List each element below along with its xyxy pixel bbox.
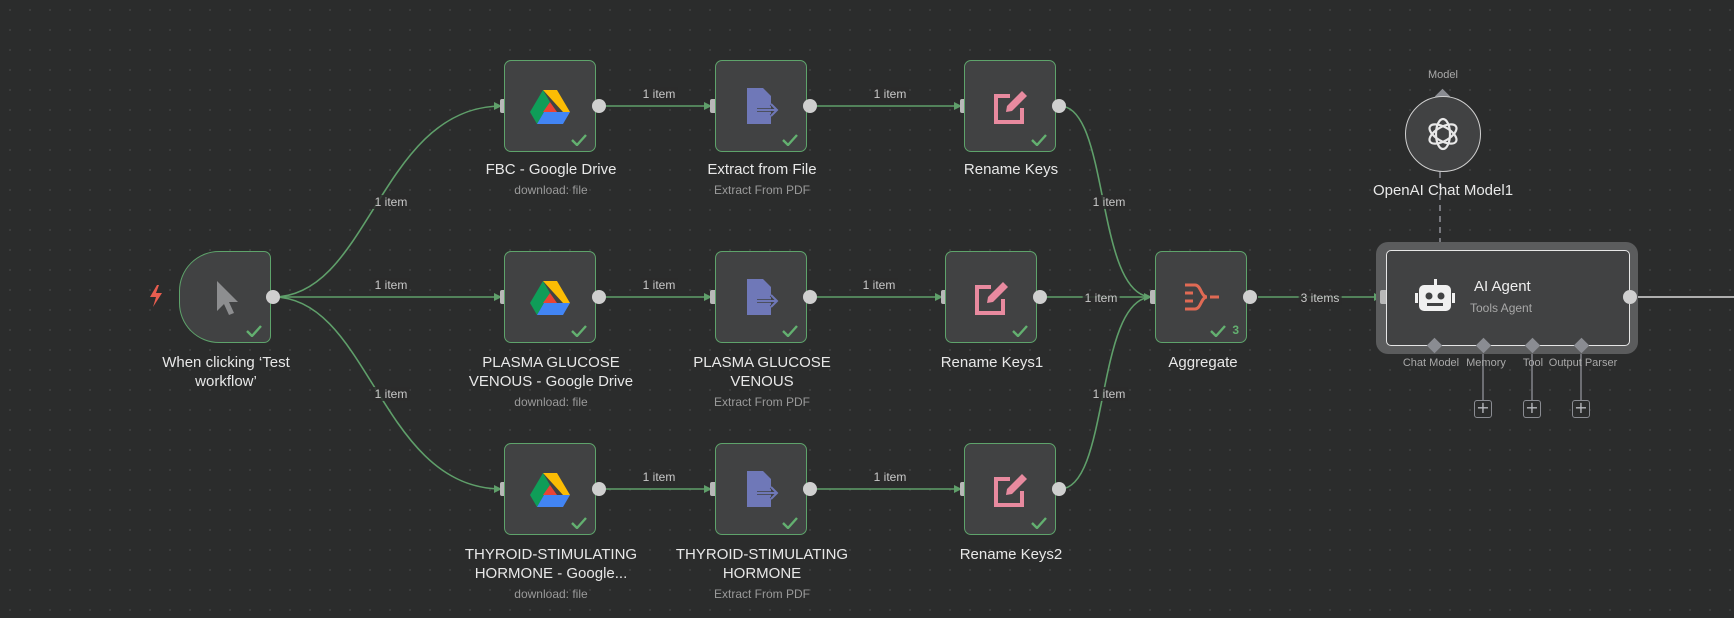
google-drive-node-glucose[interactable] (504, 251, 596, 343)
file-extract-icon (747, 88, 780, 124)
output-handle[interactable] (592, 482, 606, 496)
node-title: AI Agent (1474, 278, 1531, 295)
extract-from-file-node[interactable] (715, 443, 807, 535)
extract-from-file-node[interactable] (715, 251, 807, 343)
run-count-badge: 3 (1232, 323, 1239, 337)
google-drive-icon (530, 90, 570, 124)
success-check-icon (1012, 325, 1028, 337)
cursor-pointer-icon (217, 281, 238, 315)
node-title: OpenAI Chat Model1 (1372, 182, 1514, 199)
edge-label: 1 item (372, 195, 410, 209)
port-label: Memory (1466, 357, 1506, 369)
edge-label: 1 item (860, 278, 898, 292)
output-handle[interactable] (803, 290, 817, 304)
output-handle[interactable] (1052, 482, 1066, 496)
node-subtitle: Tools Agent (1470, 301, 1533, 315)
edge-label: 1 item (372, 278, 410, 292)
aggregate-icon (1185, 283, 1219, 311)
node-subtitle: download: file (514, 395, 588, 409)
output-handle[interactable] (1033, 290, 1047, 304)
node-title: Rename Keys1 (940, 354, 1044, 371)
extract-from-file-node[interactable] (715, 60, 807, 152)
rename-keys-node[interactable] (964, 60, 1056, 152)
success-check-icon (1031, 517, 1047, 529)
ai-agent-node[interactable] (1386, 250, 1630, 346)
edit-pencil-icon (994, 474, 1027, 507)
success-check-icon (571, 134, 587, 146)
edge-label: 1 item (640, 87, 678, 101)
edge-label: 1 item (640, 470, 678, 484)
node-title: THYROID-STIMULATING HORMONE - Google... (464, 546, 638, 582)
input-handle[interactable] (1150, 290, 1158, 304)
edge-label: 1 item (640, 278, 678, 292)
edge-label: 1 item (1082, 291, 1120, 305)
edge-label: 1 item (1090, 387, 1128, 401)
google-drive-node-thyroid[interactable] (504, 443, 596, 535)
aggregate-node[interactable]: 3 (1155, 251, 1247, 343)
node-title: Rename Keys2 (959, 546, 1063, 563)
edge-label: 3 items (1298, 291, 1342, 305)
input-handle[interactable] (710, 290, 718, 304)
port-label: Chat Model (1402, 357, 1460, 369)
google-drive-icon (530, 473, 570, 507)
robot-icon (1415, 279, 1455, 311)
success-check-icon (782, 134, 798, 146)
edge-label: 1 item (871, 470, 909, 484)
output-handle[interactable] (592, 290, 606, 304)
node-title: Rename Keys (963, 161, 1059, 178)
google-drive-icon (530, 281, 570, 315)
add-output-parser-button[interactable]: + (1572, 400, 1590, 418)
input-handle[interactable] (710, 99, 718, 113)
output-handle[interactable] (592, 99, 606, 113)
input-handle[interactable] (1380, 290, 1388, 304)
success-check-icon (246, 325, 262, 337)
success-check-icon (571, 325, 587, 337)
node-subtitle: Extract From PDF (713, 587, 810, 601)
output-handle[interactable] (1243, 290, 1257, 304)
rename-keys1-node[interactable] (945, 251, 1037, 343)
edge-label: 1 item (372, 387, 410, 401)
node-subtitle: download: file (514, 587, 588, 601)
port-label: Tool (1522, 357, 1544, 369)
success-check-icon (1031, 134, 1047, 146)
edit-pencil-icon (975, 282, 1008, 315)
node-title: PLASMA GLUCOSE VENOUS - Google Drive (468, 354, 634, 390)
output-handle[interactable] (803, 482, 817, 496)
node-title: Extract from File (707, 161, 817, 178)
node-subtitle: Extract From PDF (713, 183, 810, 197)
success-check-icon (782, 325, 798, 337)
node-subtitle: Extract From PDF (713, 395, 810, 409)
output-handle[interactable] (803, 99, 817, 113)
input-handle[interactable] (710, 482, 718, 496)
port-label: Output Parser (1548, 357, 1618, 369)
success-check-icon (1210, 325, 1226, 337)
node-title: THYROID-STIMULATING HORMONE (675, 546, 849, 582)
manual-trigger-node[interactable] (179, 251, 271, 343)
success-check-icon (782, 517, 798, 529)
output-handle[interactable] (266, 290, 280, 304)
openai-logo-icon (1428, 117, 1458, 151)
add-memory-button[interactable]: + (1474, 400, 1492, 418)
add-tool-button[interactable]: + (1523, 400, 1541, 418)
node-title: PLASMA GLUCOSE VENOUS (693, 354, 831, 390)
google-drive-node-fbc[interactable] (504, 60, 596, 152)
file-extract-icon (747, 279, 780, 315)
rename-keys2-node[interactable] (964, 443, 1056, 535)
edit-pencil-icon (994, 91, 1027, 124)
node-title: FBC - Google Drive (485, 161, 617, 178)
node-title: When clicking ‘Test workflow’ (162, 354, 290, 390)
success-check-icon (571, 517, 587, 529)
edge-label: 1 item (871, 87, 909, 101)
openai-chat-model-node[interactable] (1405, 96, 1481, 172)
file-extract-icon (747, 471, 780, 507)
lightning-bolt-icon (150, 285, 162, 307)
node-subtitle: download: file (514, 183, 588, 197)
output-handle[interactable] (1052, 99, 1066, 113)
edge-label: 1 item (1090, 195, 1128, 209)
model-connector-label: Model (1428, 69, 1458, 81)
output-handle[interactable] (1623, 290, 1637, 304)
node-title: Aggregate (1168, 354, 1238, 371)
